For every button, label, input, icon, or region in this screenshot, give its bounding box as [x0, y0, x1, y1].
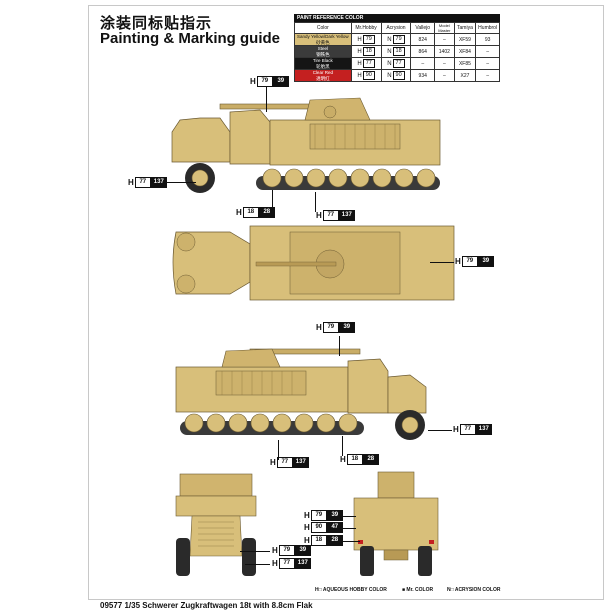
leader-line — [240, 551, 270, 552]
vallejo-code: 824 — [410, 33, 436, 46]
leader-line — [338, 541, 360, 542]
title-english: Painting & Marking guide — [100, 30, 281, 47]
leader-line — [339, 336, 340, 356]
page-border — [88, 5, 604, 600]
col-tamiya: Tamiya — [453, 22, 477, 34]
col-mrhobby: Mr.Hobby — [350, 22, 382, 34]
model-master-code: – — [434, 69, 455, 82]
leader-line — [338, 528, 356, 529]
tamiya-code: XF85 — [453, 57, 477, 70]
side-view-left — [171, 97, 441, 193]
humbrol-code: – — [475, 57, 500, 70]
vallejo-code: – — [410, 57, 436, 70]
leader-line — [342, 436, 343, 456]
leader-line — [430, 262, 454, 263]
paint-reference-table: PAINT REFERENCE COLOR Color Mr.Hobby Acr… — [294, 14, 500, 82]
leader-line — [272, 190, 273, 210]
col-humbrol: Humbrol — [475, 22, 500, 34]
leader-line — [338, 516, 356, 517]
tamiya-code: X27 — [453, 69, 477, 82]
leader-line — [266, 86, 267, 112]
model-master-code: – — [434, 33, 455, 46]
reference-column-headers: Color Mr.Hobby Acrysion Vallejo Model Ma… — [294, 22, 500, 34]
top-view — [172, 225, 455, 301]
reference-header: PAINT REFERENCE COLOR — [294, 14, 500, 22]
footer-product-title: 09577 1/35 Schwerer Zugkraftwagen 18t wi… — [100, 601, 313, 610]
model-master-code: 1402 — [434, 45, 455, 58]
vallejo-code: 934 — [410, 69, 436, 82]
humbrol-code: 93 — [475, 33, 500, 46]
legend-mr-color: ■ Mr. COLOR — [402, 587, 434, 593]
col-vallejo: Vallejo — [410, 22, 436, 34]
humbrol-code: – — [475, 45, 500, 58]
vallejo-code: 864 — [410, 45, 436, 58]
rear-view — [353, 471, 439, 576]
legend-acrysion: N□ ACRYSION COLOR — [447, 587, 501, 593]
tamiya-code: XF59 — [453, 33, 477, 46]
leader-line — [315, 192, 316, 212]
legend-aqueous: H□ AQUEOUS HOBBY COLOR — [315, 587, 387, 593]
leader-line — [160, 182, 196, 183]
leader-line — [278, 440, 279, 460]
col-color: Color — [294, 22, 352, 34]
leader-line — [428, 430, 452, 431]
title-chinese: 涂装同标贴指示 — [100, 15, 213, 32]
col-acrysion: Acrysion — [380, 22, 412, 34]
tamiya-code: XF84 — [453, 45, 477, 58]
col-model-master: Model Master — [434, 22, 455, 34]
leader-line — [245, 564, 270, 565]
side-view-right — [175, 348, 427, 440]
reference-grid: Color Mr.Hobby Acrysion Vallejo Model Ma… — [294, 22, 500, 82]
front-view — [175, 473, 257, 576]
model-master-code: – — [434, 57, 455, 70]
humbrol-code: – — [475, 69, 500, 82]
